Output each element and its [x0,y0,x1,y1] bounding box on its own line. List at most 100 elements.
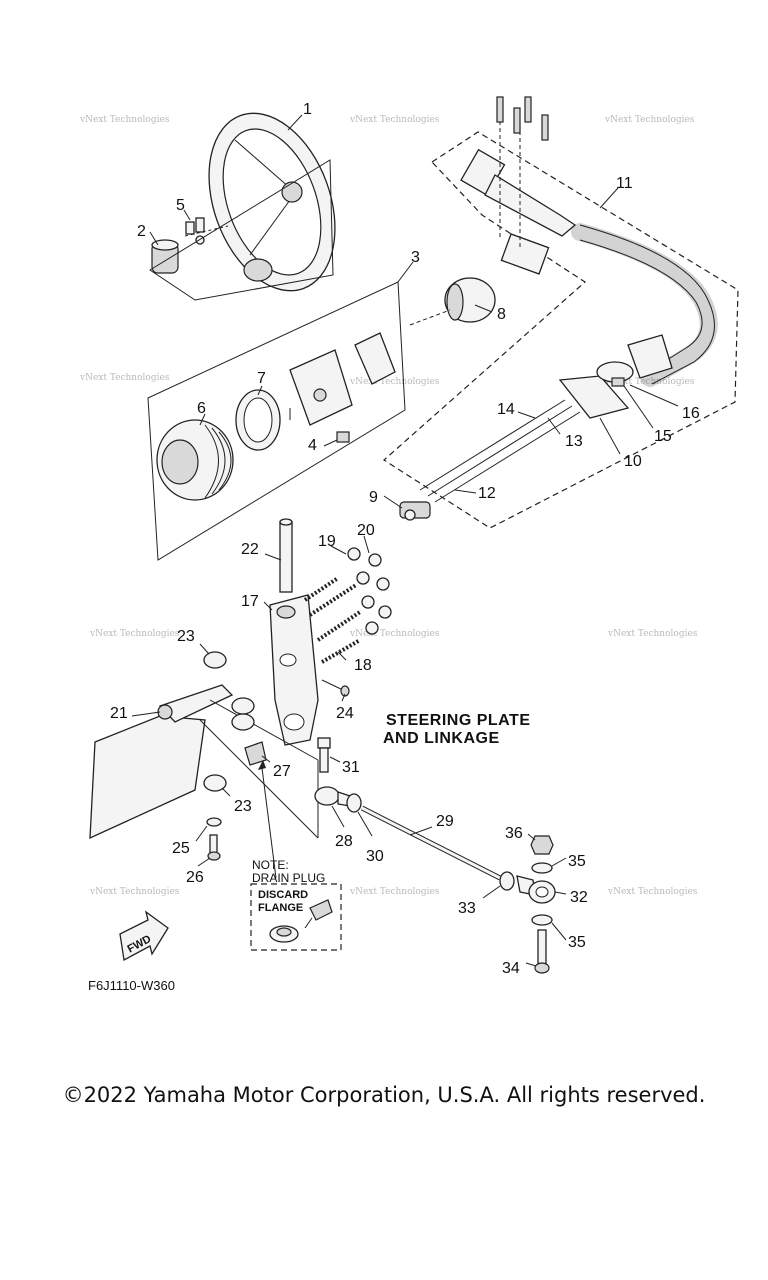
callout-17: 17 [241,593,259,610]
rod-end-right [516,875,556,904]
watermark: vNext Technologies [607,629,698,639]
note-box-line-1: DISCARD [258,889,308,901]
callout-29: 29 [436,813,454,830]
callout-10: 10 [624,453,642,470]
watermark: vNext Technologies [349,629,440,639]
watermark: vNext Technologies [604,115,695,125]
callout-6: 6 [197,400,206,417]
watermark: vNext Technologies [349,887,440,897]
callout-8: 8 [497,306,506,323]
cable-end [399,501,431,521]
bushings [203,651,255,792]
drain-plug-leader [261,767,277,879]
callout-24: 24 [336,705,354,722]
callout-19: 19 [318,533,336,550]
callout-16: 16 [682,405,700,422]
rod-end-nut [499,871,515,891]
callout-14: 14 [497,401,515,418]
callout-7: 7 [257,370,266,387]
diagram-title-line-1: STEERING PLATE [386,712,531,729]
callout-15: 15 [654,428,672,445]
note-box-line-2: FLANGE [258,902,303,914]
nut [530,835,554,855]
watermark: vNext Technologies [604,377,695,387]
nuts-washers [347,547,392,635]
bolt [207,834,221,861]
wheel-bracket-outline [149,159,334,301]
callout-30: 30 [366,848,384,865]
callout-35-lower: 35 [568,934,586,951]
callout-23-lower: 23 [234,798,252,815]
clamp-screw [611,377,625,387]
callout-11: 11 [616,175,633,192]
watermark: vNext Technologies [89,629,180,639]
steering-wheel [208,112,336,292]
steering-plate [89,684,319,840]
callout-35-upper: 35 [568,853,586,870]
watermarks: vNext Technologies vNext Technologies vN… [79,115,698,897]
flange-illustration [269,899,333,943]
rod-end-left [314,786,351,807]
callout-26: 26 [186,869,204,886]
steering-column [279,518,293,593]
mounting-bracket [460,96,577,275]
washer-upper [531,862,553,874]
drawing-code: F6J1110-W360 [88,978,175,993]
cable-assembly-box [383,131,739,529]
note-box [250,883,342,951]
linkage-bolt [317,737,331,773]
callout-34: 34 [502,960,520,977]
helm-bezel [156,419,234,501]
watermark: vNext Technologies [607,887,698,897]
callout-2: 2 [137,223,146,240]
callout-22: 22 [241,541,259,558]
helm-ring [235,389,281,451]
diagram-title-line-2: AND LINKAGE [383,730,500,747]
bellows-boot [558,334,673,419]
callout-25: 25 [172,840,190,857]
callout-31: 31 [342,759,360,776]
copyright-notice: ©2022 Yamaha Motor Corporation, U.S.A. A… [62,1083,706,1107]
watermark: vNext Technologies [89,887,180,897]
note-line-2: DRAIN PLUG [252,871,325,885]
clip [336,431,350,443]
note-line-1: NOTE: [252,858,289,872]
watermark: vNext Technologies [79,373,170,383]
washer [206,817,222,827]
callout-13: 13 [565,433,583,450]
wheel-cap [151,239,179,274]
steering-arm [269,594,319,746]
pivot-bolt [321,679,350,697]
callout-21: 21 [110,705,128,722]
callout-1: 1 [303,101,312,118]
callout-20: 20 [357,522,375,539]
callouts: 1 2 3 4 5 6 7 8 9 10 11 12 13 14 15 16 1… [110,101,700,977]
helm-unit [289,332,396,426]
bolt-lower [534,929,550,974]
callout-9: 9 [369,489,378,506]
helm-flange [409,277,496,326]
cable-hose [571,223,718,387]
callout-33: 33 [458,900,476,917]
callout-4: 4 [308,437,317,454]
washer-lower [531,914,553,926]
wheel-nut-washer [184,217,229,245]
callout-3: 3 [411,249,420,266]
leader-lines [131,114,679,967]
fwd-arrow-icon: FWD [119,910,169,962]
drain-plug [244,741,267,766]
callout-12: 12 [478,485,496,502]
watermark: vNext Technologies [79,115,170,125]
callout-23-upper: 23 [177,628,195,645]
watermark: vNext Technologies [349,377,440,387]
callout-27: 27 [273,763,291,780]
callout-28: 28 [335,833,353,850]
springs [303,576,362,664]
helm-assembly-box [147,281,406,561]
watermark: vNext Technologies [349,115,440,125]
callout-5: 5 [176,197,185,214]
callout-32: 32 [570,889,588,906]
cable-rods [419,399,581,503]
callout-36: 36 [505,825,523,842]
